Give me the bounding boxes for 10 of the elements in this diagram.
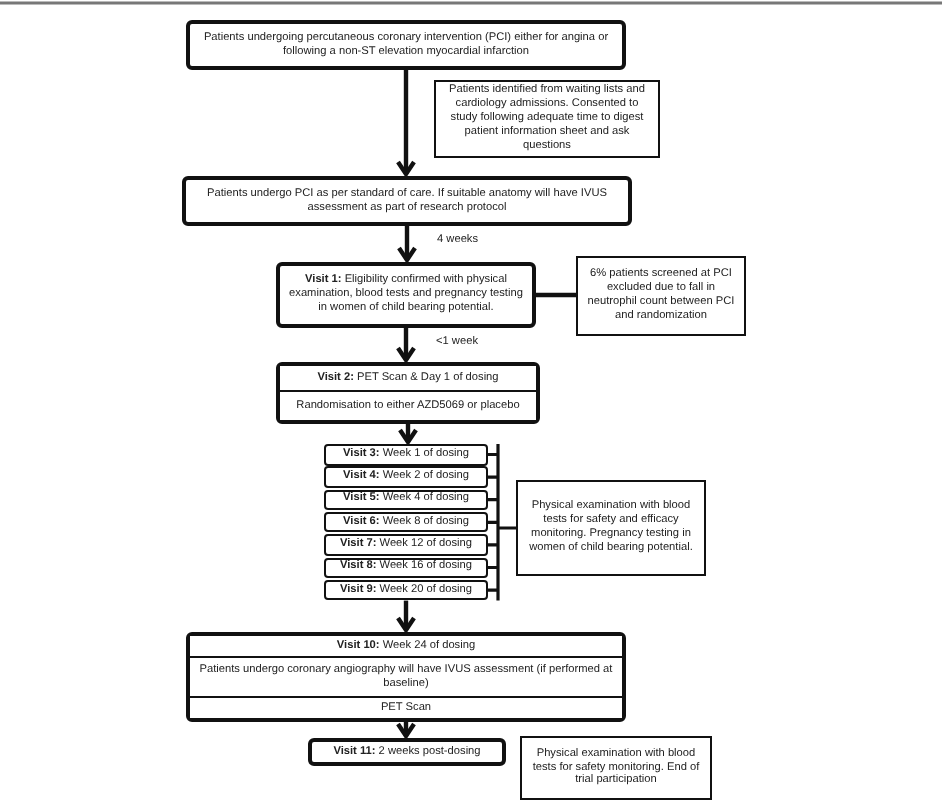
arrow [395, 721, 417, 739]
arrow [395, 70, 417, 177]
arrow [397, 424, 419, 445]
connector-line [536, 292, 576, 298]
bracket-connector [486, 442, 518, 603]
group-box [276, 362, 540, 424]
arrow [395, 328, 417, 363]
arrow [396, 226, 418, 263]
arrow [395, 600, 417, 633]
group-box [186, 632, 626, 722]
